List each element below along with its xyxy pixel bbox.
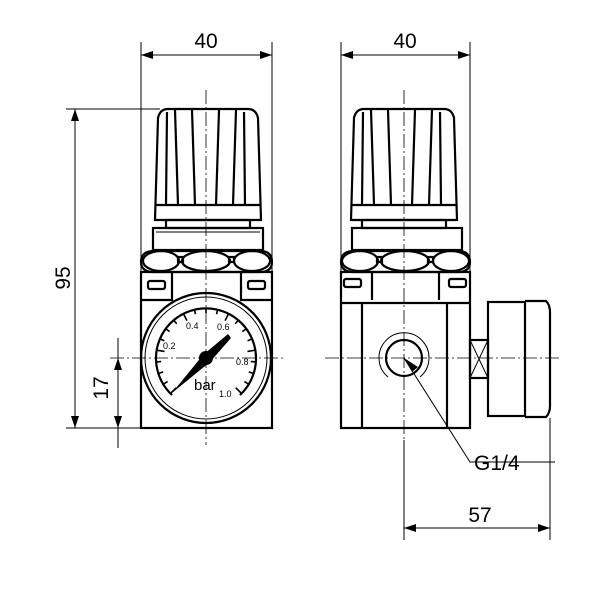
adjustment-knob — [151, 107, 265, 252]
lock-nut — [139, 249, 274, 274]
gauge-tick — [170, 387, 177, 394]
front-view: 0.2 0.4 0.6 0.8 1.0 bar — [110, 90, 285, 445]
gauge-label-0-2: 0.2 — [163, 341, 176, 351]
gauge-label-1-0: 1.0 — [219, 389, 232, 399]
gauge-tick — [215, 309, 219, 315]
dim-width-side: 40 — [393, 30, 416, 53]
lock-nut-side — [339, 249, 472, 274]
dim-width-front: 40 — [194, 30, 217, 53]
dim-depth: 57 — [468, 504, 491, 527]
port-thread-label: G1/4 — [474, 452, 520, 475]
gauge-tick — [193, 309, 197, 315]
gauge-tick — [165, 327, 171, 333]
gauge-tick — [158, 371, 164, 375]
gauge-tick — [235, 387, 242, 394]
gauge-tick — [247, 349, 256, 353]
gauge-needle — [172, 334, 231, 393]
gauge-tick — [156, 349, 165, 353]
gauge-unit: bar — [194, 377, 216, 394]
gauge-tick — [182, 313, 188, 321]
gauge-tick — [241, 327, 247, 333]
side-view — [325, 90, 560, 440]
gauge-tick — [224, 313, 230, 321]
gauge-tick — [248, 371, 254, 375]
dimensions: 40 40 95 17 G1/4 57 — [52, 30, 555, 540]
gauge-label-0-4: 0.4 — [186, 321, 199, 331]
gauge-tick — [162, 380, 169, 385]
adjustment-knob-side — [349, 107, 464, 252]
gauge-tick — [243, 380, 250, 385]
gauge-label-0-6: 0.6 — [217, 322, 230, 332]
gauge-tick — [234, 319, 240, 325]
gauge-tick — [247, 338, 253, 342]
gauge-tick — [159, 338, 165, 342]
dim-gauge-height: 17 — [90, 376, 113, 399]
gauge-label-0-8: 0.8 — [236, 357, 249, 367]
gauge-side — [468, 299, 552, 419]
gauge-tick — [172, 319, 178, 325]
dim-height-total: 95 — [52, 266, 75, 289]
body-side — [339, 270, 472, 430]
gauge-ticks — [156, 308, 256, 394]
